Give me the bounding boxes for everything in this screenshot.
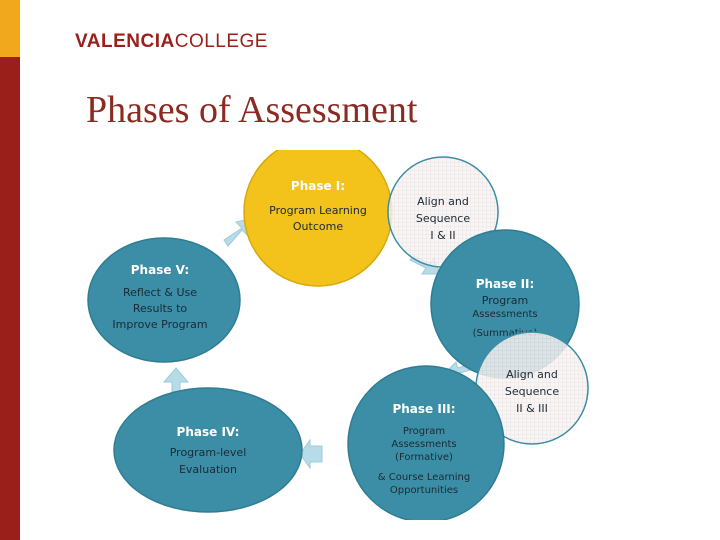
phase-5-line-3: Improve Program: [112, 318, 207, 331]
phase-3-line-4: & Course Learning: [378, 472, 470, 483]
valencia-college-logo: VALENCIACOLLEGE: [75, 31, 268, 53]
align-1-line-2: Sequence: [416, 212, 470, 225]
phase-1-node: Phase I: Program Learning Outcome: [243, 150, 393, 287]
phase-4-line-2: Evaluation: [179, 463, 237, 476]
phase-1-line-2: Outcome: [293, 220, 343, 233]
align-sequence-2-3-node: Align and Sequence II & III: [475, 331, 589, 445]
phase-3-line-5: Opportunities: [390, 485, 458, 496]
phase-2-heading: Phase II:: [476, 277, 535, 291]
left-gold-accent: [0, 0, 20, 57]
arrow-iii-to-iv: [299, 438, 323, 470]
phase-3-line-1: Program: [403, 426, 445, 437]
align-2-line-2: Sequence: [505, 385, 559, 398]
phase-1-line-1: Program Learning: [269, 204, 367, 217]
phase-5-heading: Phase V:: [131, 263, 189, 277]
align-2-line-3: II & III: [516, 402, 548, 415]
phase-3-line-2: Assessments: [391, 439, 456, 450]
left-accent-bar: [0, 0, 20, 540]
phase-1-heading: Phase I:: [291, 179, 345, 193]
assessment-cycle-diagram: Phase I: Program Learning Outcome Align …: [87, 150, 589, 520]
phase-5-node: Phase V: Reflect & Use Results to Improv…: [87, 237, 241, 363]
phase-4-heading: Phase IV:: [177, 425, 240, 439]
logo-part-valencia: VALENCIA: [75, 31, 175, 52]
phase-5-line-1: Reflect & Use: [123, 286, 197, 299]
phase-3-line-3: (Formative): [395, 452, 453, 463]
phase-5-line-2: Results to: [133, 302, 188, 315]
slide-title: Phases of Assessment: [86, 89, 418, 131]
align-1-line-3: I & II: [430, 229, 455, 242]
phase-3-node: Phase III: Program Assessments (Formativ…: [347, 365, 505, 520]
align-2-line-1: Align and: [506, 368, 558, 381]
phase-3-heading: Phase III:: [392, 402, 455, 416]
phase-2-line-1: Program: [482, 294, 528, 307]
phase-4-node: Phase IV: Program-level Evaluation: [113, 387, 303, 513]
phase-2-line-3: (Summative): [473, 328, 538, 339]
phase-2-line-2: Assessments: [472, 309, 537, 320]
phase-4-line-1: Program-level: [170, 446, 247, 459]
align-1-line-1: Align and: [417, 195, 469, 208]
logo-part-college: COLLEGE: [174, 31, 268, 52]
